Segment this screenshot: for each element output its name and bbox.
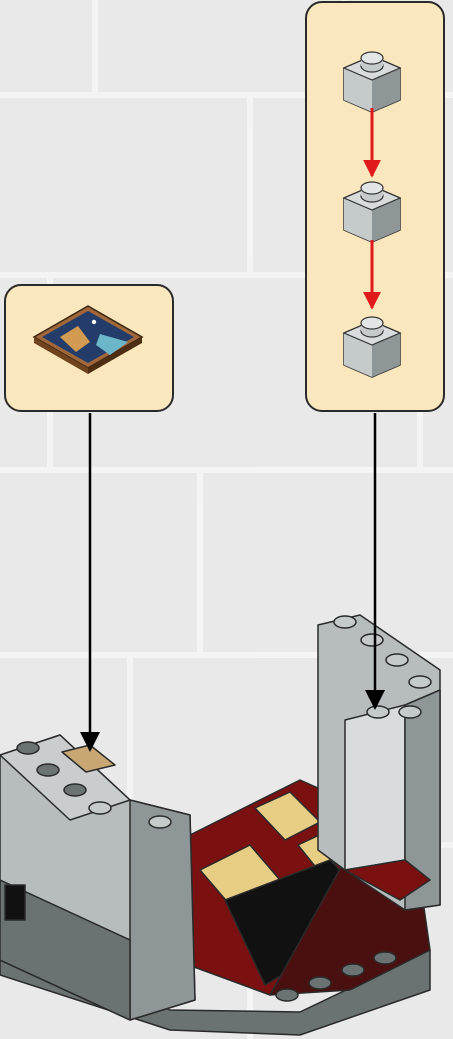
brick-callout bbox=[306, 2, 444, 411]
tile-callout bbox=[5, 285, 173, 411]
